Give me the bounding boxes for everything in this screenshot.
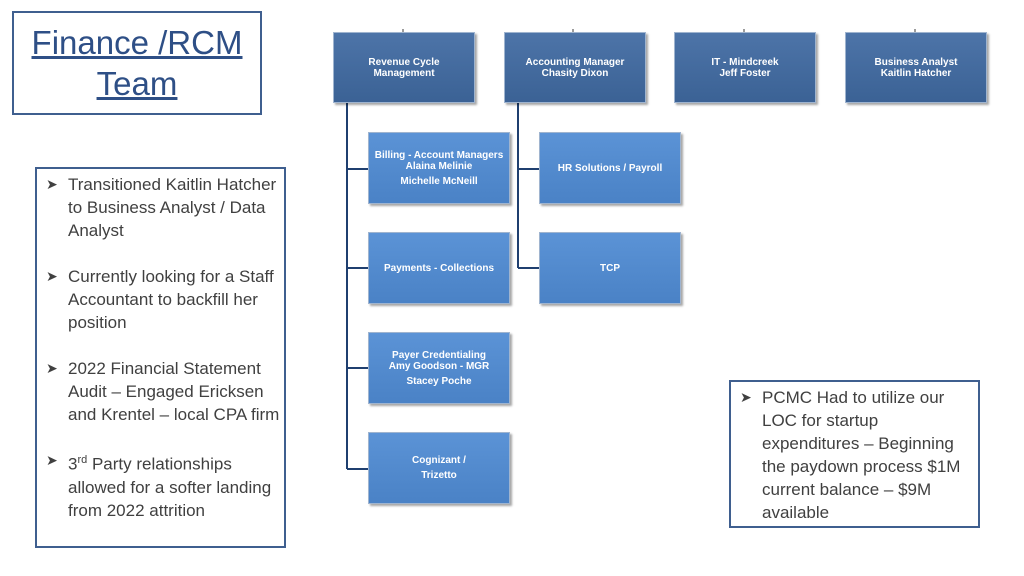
note-superscript: rd (77, 454, 88, 466)
node-name: Alaina Melinie (405, 160, 473, 172)
note-item: ➤ 3rd Party relationships allowed for a … (37, 449, 284, 522)
node-billing-account-managers: Billing - Account Managers Alaina Melini… (368, 132, 510, 204)
arrow-bullet-icon: ➤ (46, 268, 58, 284)
node-label: Business Analyst (874, 56, 958, 68)
node-label: IT - Mindcreek (711, 56, 779, 68)
node-label: Accounting Manager (525, 56, 625, 68)
arrow-bullet-icon: ➤ (740, 389, 752, 405)
title-line-1: Finance /RCM (31, 24, 243, 61)
node-name: Amy Goodson - MGR (388, 360, 490, 372)
node-it-mindcreek: IT - Mindcreek Jeff Foster (674, 32, 816, 103)
node-payer-credentialing: Payer Credentialing Amy Goodson - MGR St… (368, 332, 510, 404)
note-text: PCMC Had to utilize our LOC for startup … (762, 388, 961, 522)
node-business-analyst: Business Analyst Kaitlin Hatcher (845, 32, 987, 103)
note-item: ➤ 2022 Financial Statement Audit – Engag… (37, 357, 284, 426)
node-label: Payments - Collections (383, 262, 495, 274)
node-name: Kaitlin Hatcher (880, 67, 952, 79)
node-cognizant-trizetto: Cognizant / Trizetto (368, 432, 510, 504)
node-label: Payer Credentialing (392, 349, 486, 361)
node-name: Chasity Dixon (541, 67, 609, 79)
left-notes-box: ➤ Transitioned Kaitlin Hatcher to Busine… (35, 167, 286, 548)
note-text: 2022 Financial Statement Audit – Engaged… (68, 359, 280, 424)
node-label: Cognizant / (412, 455, 466, 466)
arrow-bullet-icon: ➤ (46, 452, 58, 468)
node-label: Trizetto (421, 470, 457, 481)
node-payments-collections: Payments - Collections (368, 232, 510, 304)
arrow-bullet-icon: ➤ (46, 360, 58, 376)
note-item: ➤ Currently looking for a Staff Accounta… (37, 265, 284, 334)
node-name: Stacey Poche (406, 375, 472, 387)
node-name: Michelle McNeill (400, 175, 478, 187)
note-text-post: Party relationships allowed for a softer… (68, 454, 272, 520)
title-line-2: Team (96, 65, 178, 102)
note-text-pre: 3 (68, 454, 78, 474)
note-text: Currently looking for a Staff Accountant… (68, 267, 274, 332)
node-label: Billing - Account Managers (374, 149, 504, 161)
node-name: Jeff Foster (719, 67, 771, 79)
node-accounting-manager: Accounting Manager Chasity Dixon (504, 32, 646, 103)
note-item: ➤ Transitioned Kaitlin Hatcher to Busine… (37, 173, 284, 242)
note-item: ➤ PCMC Had to utilize our LOC for startu… (731, 386, 978, 524)
node-label: HR Solutions / Payroll (557, 162, 663, 174)
node-hr-solutions-payroll: HR Solutions / Payroll (539, 132, 681, 204)
arrow-bullet-icon: ➤ (46, 176, 58, 192)
node-tcp: TCP (539, 232, 681, 304)
slide-title: Finance /RCM Team (12, 11, 262, 115)
node-label: Management (373, 67, 435, 79)
right-note-box: ➤ PCMC Had to utilize our LOC for startu… (729, 380, 980, 528)
node-revenue-cycle-management: Revenue Cycle Management (333, 32, 475, 103)
node-label: Revenue Cycle (368, 56, 440, 68)
note-text: Transitioned Kaitlin Hatcher to Business… (68, 175, 277, 240)
node-label: TCP (600, 262, 620, 274)
